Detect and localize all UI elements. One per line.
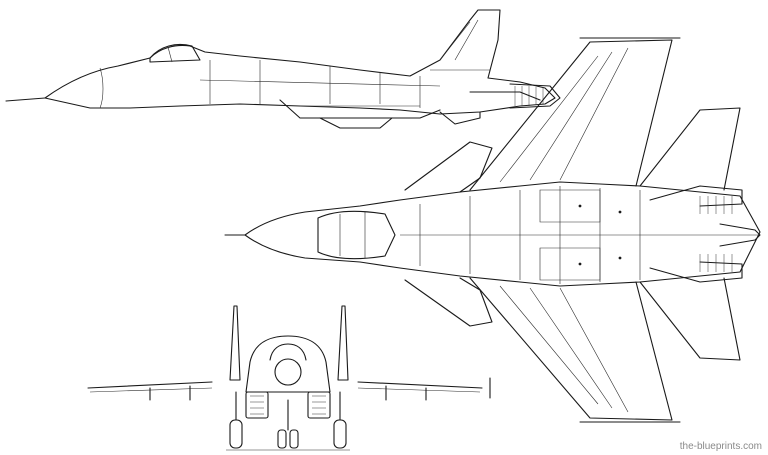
top-view: [224, 37, 761, 423]
watermark-text: the-blueprints.com: [679, 441, 762, 452]
front-view: [87, 305, 491, 451]
side-view: [5, 9, 561, 129]
